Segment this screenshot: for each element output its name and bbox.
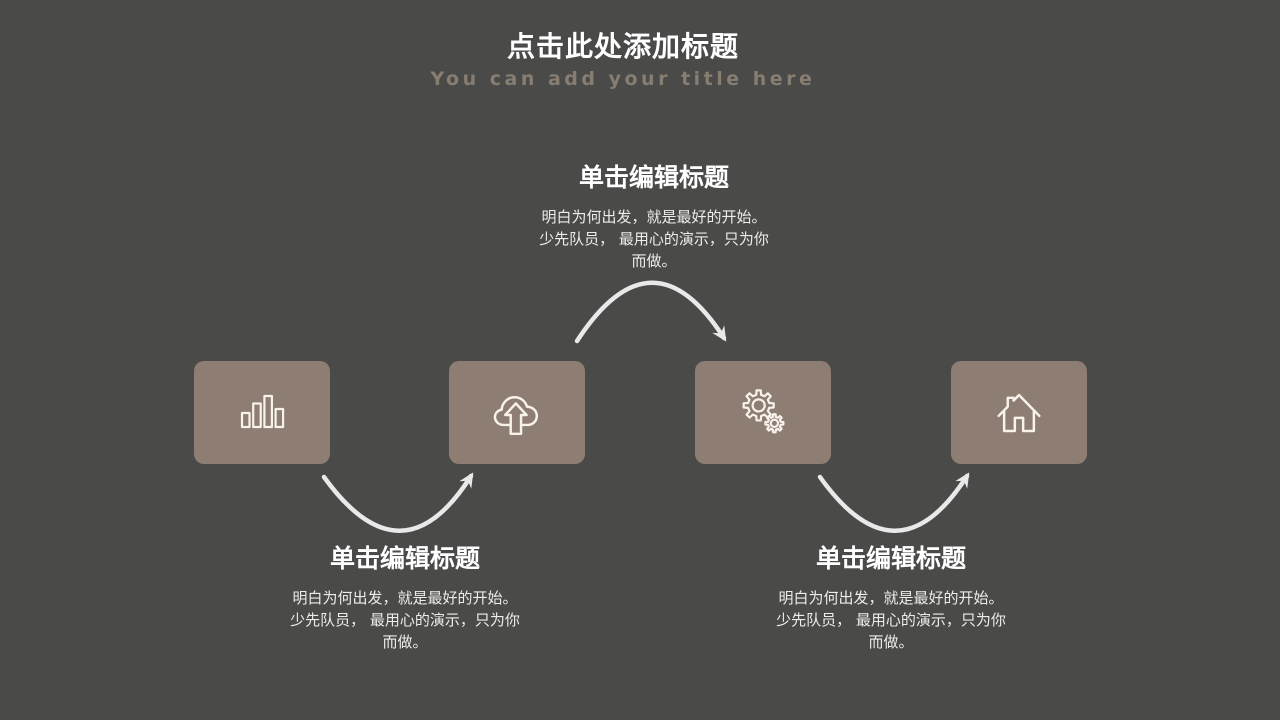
step-heading[interactable]: 单击编辑标题	[815, 544, 966, 573]
step-box-4	[951, 361, 1087, 464]
text-block-bottom-right: 单击编辑标题 明白为何出发，就是最好的开始。 少先队员， 最用心的演示，只为你 …	[711, 544, 1071, 653]
step-heading[interactable]: 单击编辑标题	[578, 163, 729, 192]
step-box-3	[695, 361, 831, 464]
step-body[interactable]: 明白为何出发，就是最好的开始。 少先队员， 最用心的演示，只为你 而做。	[776, 589, 1006, 651]
slide-title[interactable]: 点击此处添加标题	[506, 30, 739, 63]
step-box-1	[194, 361, 330, 464]
arrow-step3-step4	[817, 472, 970, 533]
step-box-2	[449, 361, 585, 464]
step-body[interactable]: 明白为何出发，就是最好的开始。 少先队员， 最用心的演示，只为你 而做。	[539, 208, 769, 270]
home-icon	[997, 393, 1041, 432]
step-body[interactable]: 明白为何出发，就是最好的开始。 少先队员， 最用心的演示，只为你 而做。	[290, 589, 520, 651]
arrow-step1-step2	[321, 472, 474, 533]
arrow-step2-step3	[574, 280, 727, 344]
text-block-bottom-left: 单击编辑标题 明白为何出发，就是最好的开始。 少先队员， 最用心的演示，只为你 …	[225, 544, 585, 653]
slide-subtitle[interactable]: You can add your title here	[430, 68, 816, 91]
step-heading[interactable]: 单击编辑标题	[329, 544, 480, 573]
slide-header: 点击此处添加标题 You can add your title here	[0, 30, 1246, 91]
text-block-top: 单击编辑标题 明白为何出发，就是最好的开始。 少先队员， 最用心的演示，只为你 …	[474, 163, 834, 272]
cloud-upload-icon	[493, 395, 539, 435]
bar-chart-icon	[240, 394, 285, 428]
gears-icon	[737, 387, 789, 439]
